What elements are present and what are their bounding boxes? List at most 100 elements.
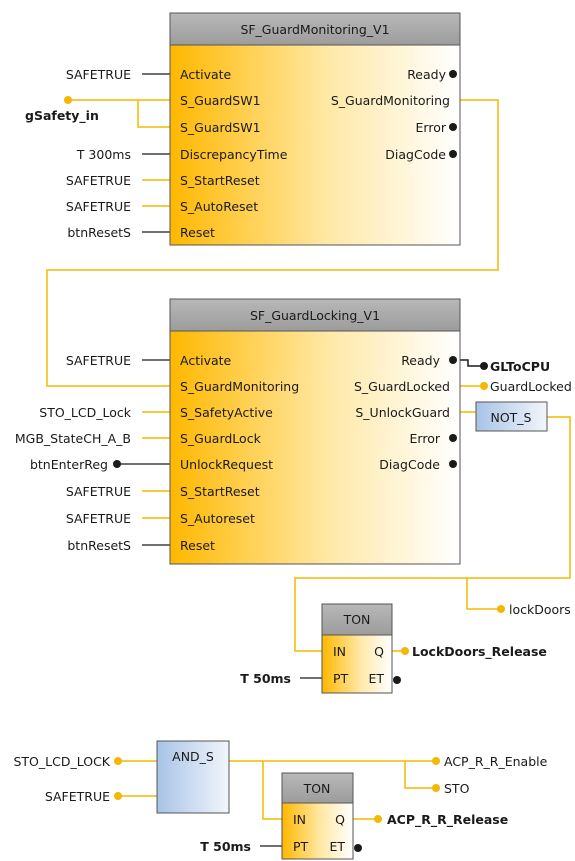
fb1-pin-diag: DiagCode bbox=[385, 147, 446, 162]
fb2-var-sto-lcd: STO_LCD_Lock bbox=[39, 405, 131, 420]
ton2-title: TON bbox=[303, 781, 331, 796]
ton1-header bbox=[321, 603, 393, 636]
ton2-block[interactable]: TON IN PT Q ET bbox=[281, 772, 354, 860]
fb1-title: SF_GuardMonitoring_V1 bbox=[240, 22, 389, 37]
fb1-var-activate: SAFETRUE bbox=[66, 67, 131, 82]
fb2-guard-locking-block[interactable]: SF_GuardLocking_V1 Activate S_GuardMonit… bbox=[169, 298, 461, 565]
acp-enable-dot bbox=[432, 757, 440, 765]
ton1-title: TON bbox=[343, 612, 371, 627]
fb2-var-activate: SAFETRUE bbox=[66, 353, 131, 368]
wire-lockdoors bbox=[466, 578, 501, 610]
wire-and-sto bbox=[404, 761, 436, 789]
fb2-body bbox=[169, 330, 461, 565]
fb1-pin-sw1a: S_GuardSW1 bbox=[180, 93, 261, 108]
wire-and-ton2 bbox=[262, 761, 282, 820]
and-s-block[interactable]: AND_S bbox=[156, 740, 230, 814]
fb1-var-autoreset: SAFETRUE bbox=[66, 199, 131, 214]
ton1-q-dot bbox=[401, 647, 409, 655]
and-in1-dot bbox=[114, 757, 122, 765]
fb1-var-startreset: SAFETRUE bbox=[66, 173, 131, 188]
ton1-pin-q: Q bbox=[374, 644, 384, 659]
and-in2-dot bbox=[114, 792, 122, 800]
fb1-pin-sw1b: S_GuardSW1 bbox=[180, 120, 261, 135]
ton1-pin-pt: PT bbox=[333, 671, 349, 686]
ton1-body bbox=[321, 634, 393, 694]
ton2-pin-et: ET bbox=[329, 839, 345, 854]
gsafety-dot bbox=[64, 96, 72, 104]
ton1-et-dot bbox=[393, 676, 401, 684]
guardlocked-dot bbox=[480, 382, 488, 390]
ton2-et-dot bbox=[354, 844, 362, 852]
ton1-block[interactable]: TON IN PT Q ET bbox=[321, 603, 393, 694]
not-s-body bbox=[475, 401, 548, 432]
fb2-var-enter: btnEnterReg bbox=[30, 457, 108, 472]
fb2-pin-ready: Ready bbox=[401, 353, 440, 368]
fb2-var-mgb: MGB_StateCH_A_B bbox=[15, 431, 131, 446]
fb2-error-dot bbox=[449, 434, 457, 442]
fb1-ready-dot bbox=[449, 70, 457, 78]
lockdoors-dot bbox=[497, 605, 505, 613]
fb1-guard-monitoring-block[interactable]: SF_GuardMonitoring_V1 Activate S_GuardSW… bbox=[169, 12, 461, 246]
fb2-pin-reset: Reset bbox=[180, 538, 215, 553]
var-sto: STO bbox=[444, 781, 470, 796]
fb1-var-disc: T 300ms bbox=[76, 147, 131, 162]
fb2-var-reset: btnResetS bbox=[67, 538, 131, 553]
fb2-diag-dot bbox=[449, 460, 457, 468]
wire-guardmonitoring-link bbox=[46, 99, 499, 387]
fb1-body bbox=[169, 44, 461, 246]
fb2-pin-unlockreq: UnlockRequest bbox=[180, 457, 273, 472]
fb1-pin-autoreset: S_AutoReset bbox=[180, 199, 258, 214]
var-lockdoors: lockDoors bbox=[509, 602, 571, 617]
fb1-error-dot bbox=[449, 123, 457, 131]
gltocpu-dot bbox=[480, 362, 488, 370]
fb1-pin-gm: S_GuardMonitoring bbox=[331, 93, 450, 108]
fb2-pin-unlock: S_UnlockGuard bbox=[355, 405, 450, 420]
fb2-ready-dot bbox=[449, 356, 457, 364]
and-var-in1: STO_LCD_LOCK bbox=[13, 754, 110, 769]
fb2-title: SF_GuardLocking_V1 bbox=[250, 308, 380, 323]
fb2-pin-diag: DiagCode bbox=[379, 457, 440, 472]
enter-dot bbox=[113, 460, 121, 468]
fb2-pin-safetyactive: S_SafetyActive bbox=[180, 405, 273, 420]
and-s-title: AND_S bbox=[172, 749, 214, 764]
fb1-pin-ready: Ready bbox=[407, 67, 446, 82]
fb1-pin-activate: Activate bbox=[180, 67, 232, 82]
ton1-pin-in: IN bbox=[333, 644, 346, 659]
fb2-var-startreset: SAFETRUE bbox=[66, 484, 131, 499]
wire-not-out bbox=[294, 416, 571, 652]
fb1-header bbox=[169, 12, 461, 46]
fb2-var-autoreset: SAFETRUE bbox=[66, 511, 131, 526]
fb1-var-gsafety: gSafety_in bbox=[25, 108, 99, 124]
fb1-pin-reset: Reset bbox=[180, 225, 215, 240]
fb2-pin-locked: S_GuardLocked bbox=[354, 379, 450, 394]
fb1-pin-startreset: S_StartReset bbox=[180, 173, 260, 188]
ton1-var-q: LockDoors_Release bbox=[412, 644, 547, 660]
ton1-var-pt: T 50ms bbox=[240, 671, 291, 686]
not-s-title: NOT_S bbox=[490, 410, 531, 425]
fb2-pin-gm: S_GuardMonitoring bbox=[180, 379, 299, 394]
and-var-in2: SAFETRUE bbox=[45, 789, 110, 804]
and-s-body bbox=[156, 740, 230, 814]
fb1-pin-disc: DiscrepancyTime bbox=[180, 147, 288, 162]
ton2-pin-q: Q bbox=[335, 812, 345, 827]
not-s-block[interactable]: NOT_S bbox=[475, 401, 548, 432]
fb2-pin-error: Error bbox=[410, 431, 441, 446]
fb2-pin-autoreset: S_Autoreset bbox=[180, 511, 255, 526]
ton2-pin-pt: PT bbox=[293, 839, 309, 854]
fb2-variables: SAFETRUE STO_LCD_Lock MGB_StateCH_A_B bt… bbox=[15, 353, 132, 553]
ton2-body bbox=[281, 802, 354, 860]
var-gltocpu: GLToCPU bbox=[490, 359, 550, 374]
ton2-var-q: ACP_R_R_Release bbox=[387, 812, 508, 828]
fb1-var-reset: btnResetS bbox=[67, 225, 131, 240]
fb2-pin-activate: Activate bbox=[180, 353, 232, 368]
fb1-variables: SAFETRUE gSafety_in T 300ms SAFETRUE SAF… bbox=[25, 67, 131, 240]
ton2-q-dot bbox=[374, 815, 382, 823]
fb2-header bbox=[169, 298, 461, 332]
ton2-pin-in: IN bbox=[293, 812, 306, 827]
fb1-diag-dot bbox=[449, 150, 457, 158]
sto-dot bbox=[432, 784, 440, 792]
fb2-pin-guardlock: S_GuardLock bbox=[180, 431, 262, 446]
var-guardlocked: GuardLocked bbox=[490, 379, 572, 394]
fb2-pin-startreset: S_StartReset bbox=[180, 484, 260, 499]
